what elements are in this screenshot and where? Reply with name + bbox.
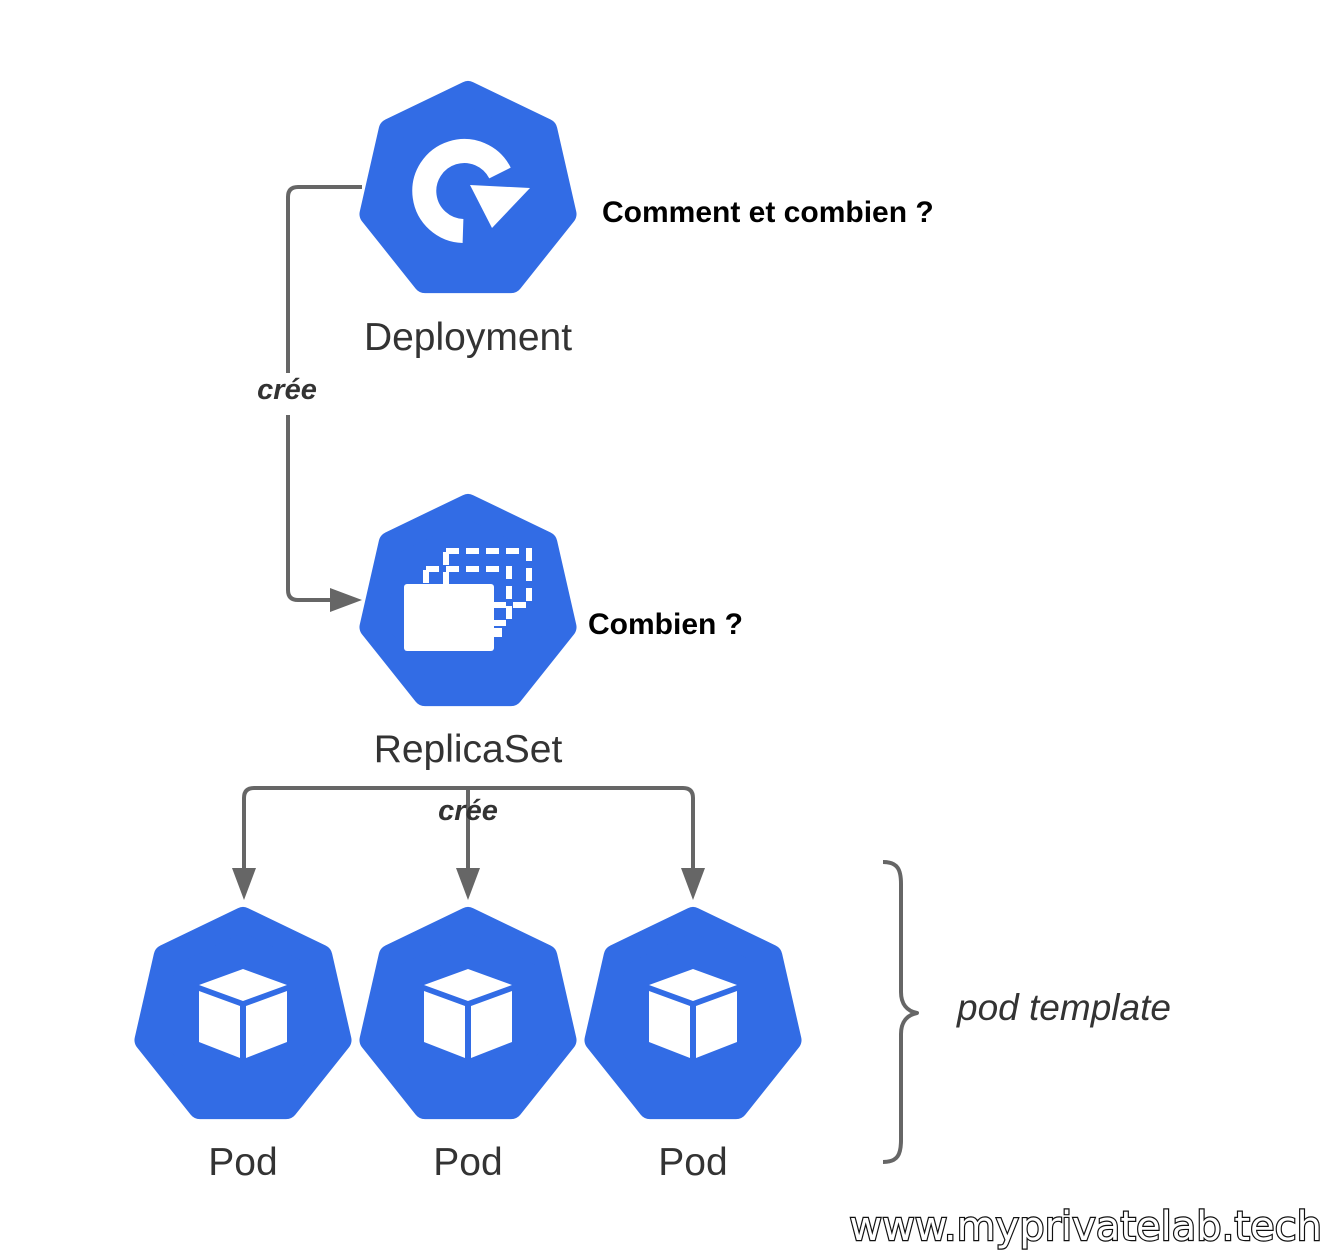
cube-icon <box>649 969 737 1058</box>
deployment-heptagon <box>359 81 577 294</box>
deployment-node <box>359 81 577 294</box>
pod-template-label: pod template <box>956 987 1171 1028</box>
rotate-arrow-icon <box>412 139 530 243</box>
pod-node <box>584 907 802 1120</box>
deployment-to-replicaset-connector <box>286 185 362 612</box>
pod-node <box>134 907 352 1120</box>
deployment-question: Comment et combien ? <box>602 196 934 229</box>
watermark: www.myprivatelab.tech <box>849 1204 1322 1250</box>
replicaset-label: ReplicaSet <box>374 728 563 771</box>
creates-label-1: crée <box>257 374 317 406</box>
pod-template-brace <box>882 860 919 1164</box>
replicaset-question: Combien ? <box>588 608 743 641</box>
pod-heptagon <box>584 907 802 1120</box>
stacked-folders-icon <box>404 548 532 651</box>
pod-label: Pod <box>433 1141 502 1184</box>
pod-node <box>359 907 577 1120</box>
replicaset-to-pods-connector <box>232 786 705 900</box>
pod-label: Pod <box>658 1141 727 1184</box>
deployment-label: Deployment <box>364 316 572 359</box>
cube-icon <box>199 969 287 1058</box>
pod-heptagon <box>359 907 577 1120</box>
pod-label: Pod <box>208 1141 277 1184</box>
pod-heptagon <box>134 907 352 1120</box>
replicaset-node <box>359 494 577 707</box>
creates-label-2: crée <box>438 795 498 827</box>
cube-icon <box>424 969 512 1058</box>
